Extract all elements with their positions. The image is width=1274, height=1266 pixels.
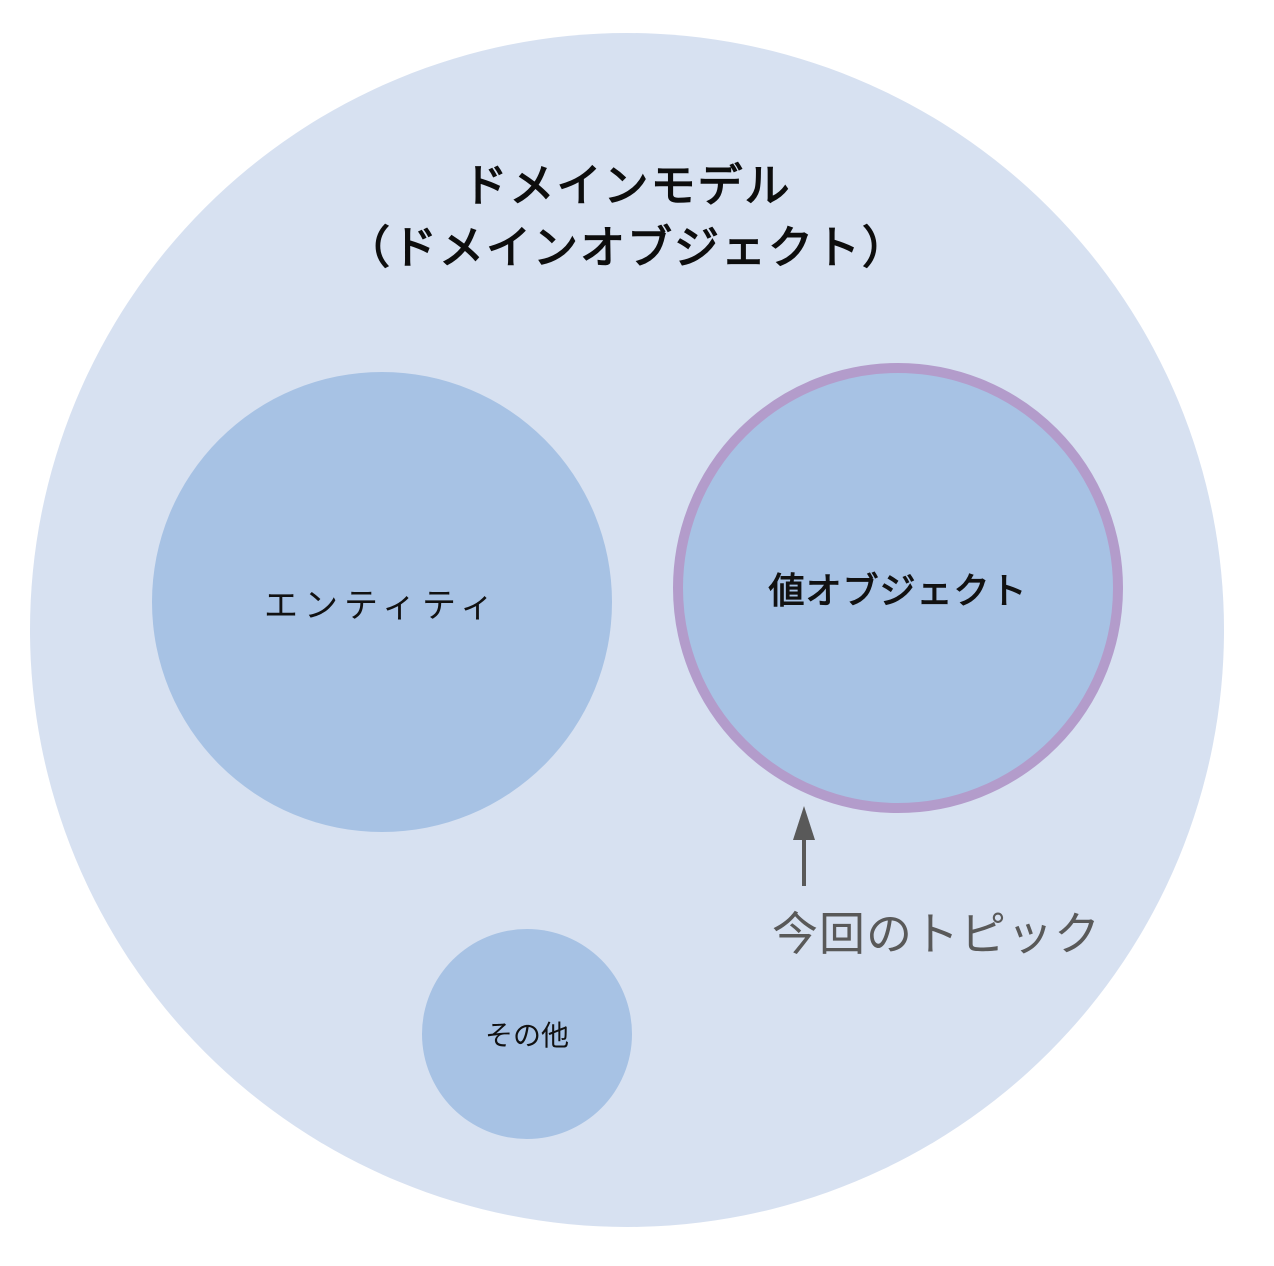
value-object-circle: 値オブジェクト: [673, 363, 1123, 813]
diagram-title: ドメインモデル （ドメインオブジェクト）: [30, 155, 1224, 279]
entity-label: エンティティ: [264, 586, 500, 625]
entity-circle: エンティティ: [152, 372, 612, 832]
other-circle: その他: [422, 929, 632, 1139]
value-object-label: 値オブジェクト: [768, 570, 1028, 611]
other-label: その他: [484, 1020, 569, 1051]
diagram-title-line-2: （ドメインオブジェクト）: [344, 222, 909, 273]
topic-annotation-label: 今回のトピック: [772, 908, 1101, 960]
diagram-title-line-1: ドメインモデル: [462, 160, 792, 211]
